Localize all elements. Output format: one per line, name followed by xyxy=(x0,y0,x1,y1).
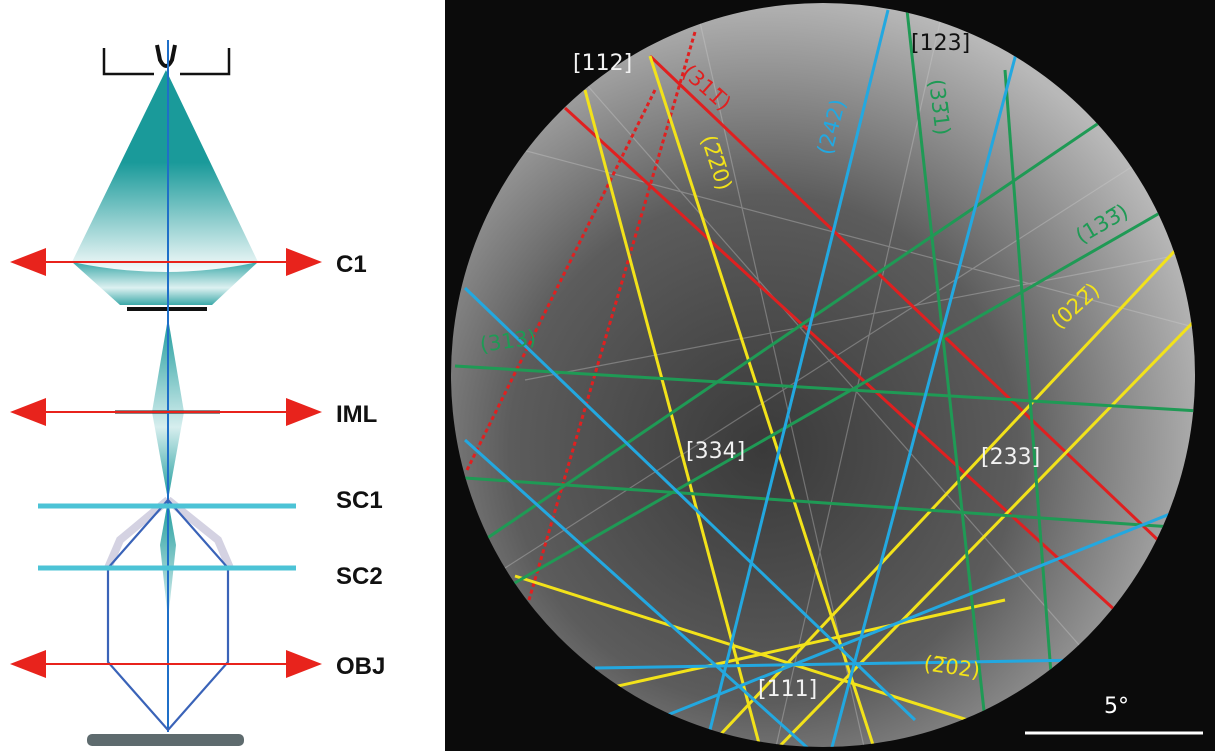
green-line-2 xyxy=(1003,69,1055,701)
zone-axis-233: [233] xyxy=(981,445,1040,470)
blue-line-4 xyxy=(463,438,813,747)
red-kikuchi-lines xyxy=(465,31,1183,614)
sc2-label: SC2 xyxy=(336,563,383,590)
electron-source xyxy=(102,44,231,76)
zone-axis-111: [111] xyxy=(758,677,817,702)
obj-label: OBJ xyxy=(336,653,385,680)
green-kikuchi-lines xyxy=(454,9,1195,721)
zone-axis-334: [334] xyxy=(686,439,745,464)
green-line-3 xyxy=(454,364,1195,414)
red-line-4 xyxy=(465,89,657,471)
c1-lens-arrow xyxy=(10,248,322,276)
red-line-2 xyxy=(563,106,1119,614)
c1-beam-lower xyxy=(72,262,258,305)
green-line-1 xyxy=(905,9,987,721)
iml-label: IML xyxy=(336,401,377,428)
green-line-5 xyxy=(454,110,1116,562)
blue-kikuchi-lines xyxy=(463,9,1195,747)
yellow-line-6 xyxy=(554,598,1006,702)
blue-line-1 xyxy=(708,9,890,731)
zone-axis-112: [112] xyxy=(573,51,632,76)
zone-axis-123: [123] xyxy=(911,31,970,56)
yellow-line-4 xyxy=(773,308,1195,747)
scale-bar: 5° xyxy=(1025,694,1203,735)
sc1-label: SC1 xyxy=(336,487,383,514)
blue-line-6 xyxy=(654,498,1195,722)
pattern-disk xyxy=(451,3,1195,747)
yellow-line-1 xyxy=(648,55,877,747)
red-line-3 xyxy=(527,31,697,601)
green-line-6 xyxy=(484,208,1166,602)
kikuchi-pattern: [112] [123] [334] [233] [111] (311̅) (2̅… xyxy=(445,0,1215,751)
iml-lens-arrow xyxy=(10,398,322,426)
scale-bar-label: 5° xyxy=(1104,694,1129,719)
blue-line-2 xyxy=(829,49,1019,747)
c1-label: C1 xyxy=(336,251,367,278)
red-line-1 xyxy=(648,54,1183,564)
blue-line-5 xyxy=(594,658,1086,670)
lens-column-diagram: C1 IML SC1 SC2 OBJ xyxy=(10,40,385,746)
green-line-4 xyxy=(464,476,1195,532)
blue-line-3 xyxy=(463,286,917,722)
c1-beam-cone xyxy=(72,70,258,276)
sc-shadow xyxy=(104,496,234,570)
specimen xyxy=(87,734,244,746)
obj-lens-arrow xyxy=(10,650,322,678)
